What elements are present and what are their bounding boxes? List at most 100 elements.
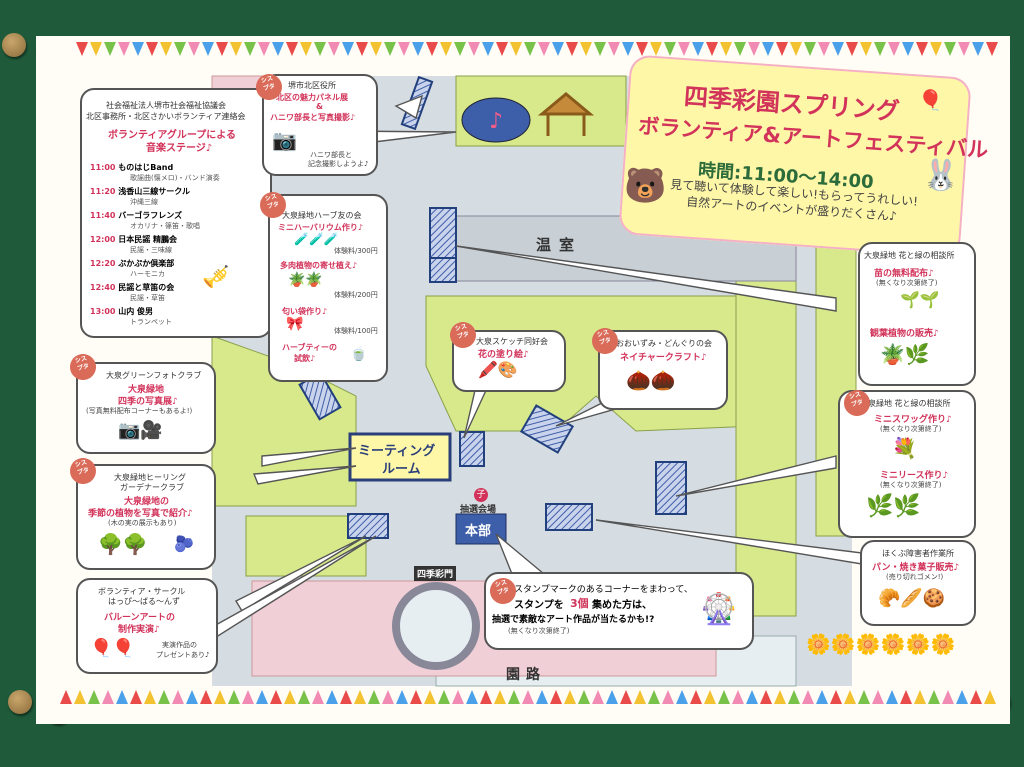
bunting-flag [662,690,674,704]
bunting-top-icon [76,42,998,56]
bunting-flag [774,690,786,704]
bunting-flag [88,690,100,704]
performer-name: 日本民謡 精鵬会 [118,235,178,244]
performer-name: ものはじBand [118,163,174,172]
bunting-flag [132,42,144,56]
berries-icon: 🫐 [174,534,194,553]
bunting-flag [130,690,142,704]
mouse-trumpet-icon: 🎺 [202,265,230,290]
performance-genre: ハーモニカ [130,270,165,278]
org-name: 堺市北区役所 [288,81,336,90]
bunting-flag [284,690,296,704]
stamp-rally-line-2a: スタンプを [514,600,564,611]
bunting-flag [844,690,856,704]
org-name: 大泉緑地ヒーリング [114,473,186,482]
swag-icon: 💐 [892,436,917,460]
bunting-flag [704,690,716,704]
bunting-flag [816,690,828,704]
stamp-rally-callout: スタンプマークのあるコーナーをまわって、 スタンプを 3個 集めた方は、 抽選で… [484,572,754,650]
healing-garden-callout: 大泉緑地ヒーリング ガーデナークラブ 大泉緑地の 季節の植物を写真で紹介♪ (木… [76,464,216,570]
bunting-flag [314,42,326,56]
stall-marker [429,207,457,265]
stamp-count: 3個 [570,597,589,610]
stage-heading-2: 音楽ステージ♪ [146,143,213,154]
activity: 苗の無料配布♪ [874,269,934,279]
bunting-flag [832,42,844,56]
lottery-drum-icon: 🎡 [700,592,738,627]
org-name: ほくぶ障害者作業所 [882,549,954,558]
activity: 花の塗り絵♪ [478,350,529,360]
bunting-flag [396,690,408,704]
herb-club-callout: 大泉緑地ハーブ友の会 ミニハーバリウム作り♪ 体験料/300円 多肉植物の寄せ植… [268,194,388,382]
bunting-flag [452,690,464,704]
bunting-flag [760,690,772,704]
event-map-poster: ♪ [36,36,1010,724]
bunting-flag [146,42,158,56]
activity: 大泉緑地 [128,385,165,395]
rabbit-icon: 🐰 [922,158,960,193]
bunting-flag [410,690,422,704]
bunting-flag [594,42,606,56]
music-stage-callout: 社会福祉法人堺市社会福祉協議会 北区事務所・北区さかいボランティア連絡会 ボラン… [80,88,272,338]
note: (無くなり次第終了) [880,481,942,489]
bunting-flag [216,42,228,56]
bunting-flag [228,690,240,704]
bunting-flag [536,690,548,704]
org-name: 北区事務所・北区さかいボランティア連絡会 [86,112,246,121]
bunting-flag [186,690,198,704]
org-name: はっぴ〜ばる〜んず [108,597,180,606]
bunting-flag [244,42,256,56]
bunting-flag [790,42,802,56]
balloon-icon: 🎈 [918,88,943,112]
lawn-area [735,265,797,617]
performer-name: 民謡と草笛の会 [118,283,175,292]
performer-name: バーゴラフレンズ [118,211,183,220]
bunting-flag [90,42,102,56]
bunting-flag [158,690,170,704]
bunting-flag [354,690,366,704]
bunting-flag [172,690,184,704]
bunting-bottom-icon [60,690,996,704]
bunting-flag [382,690,394,704]
lottery-badge: 子 [474,488,488,502]
bunting-flag [200,690,212,704]
sachet-icon: 🎀 [286,316,304,332]
teacup-icon: 🍵 [350,346,368,362]
bunting-flag [524,42,536,56]
bunting-flag [678,42,690,56]
bakery-callout: ほくぶ障害者作業所 パン・焼き菓子販売♪ (売り切れゴメン!) 🥐🥖🍪 [860,540,976,626]
activity: 四季の写真展♪ [118,397,178,407]
performance-genre: トランペット [130,318,172,326]
performance-time: 12:00 [90,235,119,244]
bunting-flag [928,690,940,704]
bunting-flag [958,42,970,56]
herbarium-bottles-icon: 🧪🧪🧪 [294,232,339,246]
activity: 制作実演♪ [118,625,160,635]
performance-time: 12:20 [90,259,119,268]
performance-genre: 民謡・三味線 [130,246,172,254]
gate-roundabout [392,582,480,670]
bunting-flag [718,690,730,704]
activity: 多肉植物の寄せ植え♪ [280,261,358,270]
bunting-flag [776,42,788,56]
stamp-rally-line-3: 抽選で素敵なアート作品が当たるかも!? [492,615,655,625]
photo-club-callout: 大泉グリーンフォトクラブ 大泉緑地 四季の写真展♪ (写真無料配布コーナーもある… [76,362,216,454]
org-name: ガーデナークラブ [120,483,184,492]
succulent-plants-icon: 🪴🪴 [288,272,323,288]
bunting-flag [972,42,984,56]
stall-marker [347,513,389,539]
performance-time: 12:40 [90,283,119,292]
bunting-flag [174,42,186,56]
bunting-flag [648,690,660,704]
camera-icon: 📷🎥 [118,420,163,441]
org-name: 大泉緑地 花と緑の相談所 [860,399,951,408]
org-name: 大泉スケッチ同好会 [476,337,548,346]
seedling-trays-icon: 🌱🌱 [900,290,940,309]
bunting-flag [188,42,200,56]
bunting-flag [300,42,312,56]
bunting-flag [118,42,130,56]
activity: ミニハーバリウム作り♪ [278,223,364,232]
bunting-flag [144,690,156,704]
bunting-flag [564,690,576,704]
bunting-flag [888,42,900,56]
